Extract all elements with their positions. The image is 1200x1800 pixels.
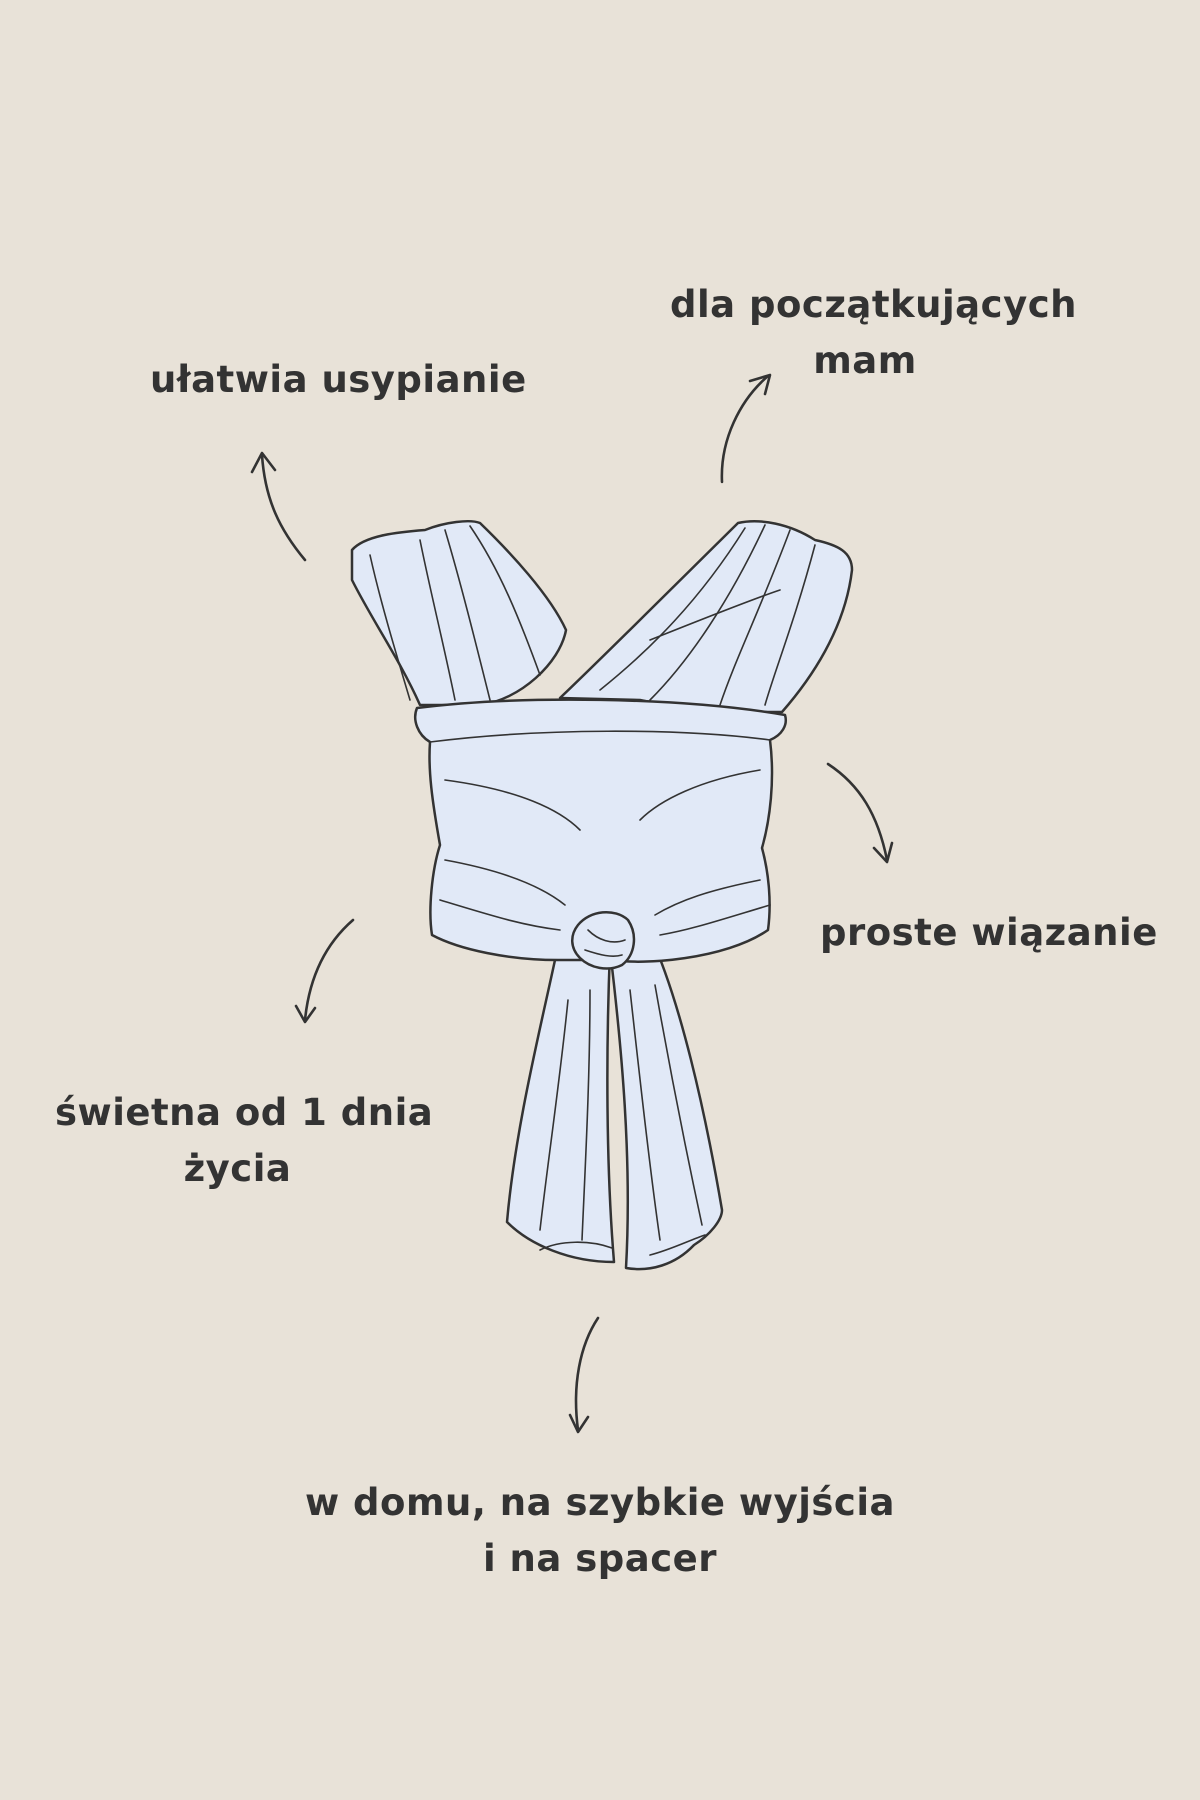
wrap-strap-right xyxy=(558,520,854,714)
feature-label-beginners: dla początkujących mam xyxy=(670,277,1077,389)
wrap-tail-right xyxy=(608,933,724,1271)
feature-label-usage: w domu, na szybkie wyjścia i na spacer xyxy=(300,1475,900,1587)
feature-label-sleep: ułatwia usypianie xyxy=(150,352,527,408)
feature-text-newborn-line2: życia xyxy=(183,1147,292,1190)
feature-text-newborn-line1: świetna od 1 dnia xyxy=(55,1091,434,1134)
curved-arrow-icon xyxy=(720,373,772,484)
curved-arrow-icon xyxy=(250,451,307,562)
curved-arrow-icon xyxy=(568,1316,600,1434)
feature-text-tying: proste wiązanie xyxy=(820,911,1158,954)
feature-text-beginners-line2: mam xyxy=(813,339,917,382)
wrap-strap-left xyxy=(350,520,568,707)
feature-label-newborn: świetna od 1 dnia życia xyxy=(55,1085,434,1197)
feature-text-usage-line1: w domu, na szybkie wyjścia xyxy=(304,1481,895,1524)
feature-text-beginners-line1: dla początkujących xyxy=(670,283,1077,326)
curved-arrow-icon xyxy=(294,918,355,1024)
wrap-tail-left xyxy=(505,948,616,1264)
feature-text-sleep: ułatwia usypianie xyxy=(150,358,527,401)
feature-label-tying: proste wiązanie xyxy=(820,905,1158,961)
baby-wrap-illustration xyxy=(350,520,854,1271)
wrap-body-panel xyxy=(413,698,787,963)
feature-text-usage-line2: i na spacer xyxy=(482,1537,717,1580)
curved-arrow-icon xyxy=(826,762,894,864)
